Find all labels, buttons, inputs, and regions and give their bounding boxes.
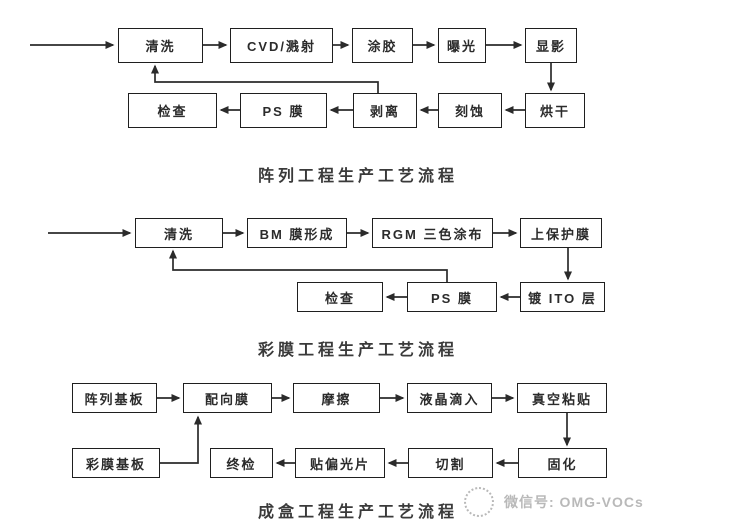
box-ps-film: PS 膜	[240, 93, 327, 128]
box-inspection: 检查	[128, 93, 217, 128]
box-alignment-film: 配向膜	[183, 383, 272, 413]
box-cleaning: 清洗	[118, 28, 203, 63]
box-vacuum-bonding: 真空粘贴	[517, 383, 607, 413]
box-stripping: 剥离	[353, 93, 417, 128]
watermark: 微信号: OMG-VOCs	[464, 487, 644, 517]
fc1-feedback-stripping-to-cleaning	[151, 64, 379, 93]
fc1-title: 阵列工程生产工艺流程	[258, 168, 459, 185]
box-array-substrate: 阵列基板	[72, 383, 157, 413]
box-cf-substrate: 彩膜基板	[72, 448, 160, 478]
box-polarizer-attach: 贴偏光片	[295, 448, 385, 478]
box-drying: 烘干	[525, 93, 585, 128]
fc2-title: 彩膜工程生产工艺流程	[258, 342, 459, 359]
box-development: 显影	[525, 28, 577, 63]
box-ps-film-2: PS 膜	[407, 282, 497, 312]
box-exposure: 曝光	[438, 28, 486, 63]
wechat-logo-icon	[464, 487, 494, 517]
box-lc-dropping: 液晶滴入	[407, 383, 492, 413]
box-bm-film: BM 膜形成	[247, 218, 347, 248]
watermark-text: 微信号: OMG-VOCs	[504, 494, 644, 510]
box-cleaning-2: 清洗	[135, 218, 223, 248]
box-ito-layer: 镀 ITO 层	[520, 282, 605, 312]
box-cvd-sputtering: CVD/溅射	[230, 28, 333, 63]
box-etching: 刻蚀	[438, 93, 502, 128]
box-cutting: 切割	[408, 448, 493, 478]
box-rubbing: 摩擦	[293, 383, 380, 413]
fc2-feedback-psfilm-to-cleaning	[169, 249, 448, 282]
box-rgm-coating: RGM 三色涂布	[372, 218, 493, 248]
box-curing: 固化	[518, 448, 607, 478]
box-inspection-2: 检查	[297, 282, 383, 312]
fc3-title: 成盒工程生产工艺流程	[258, 504, 459, 521]
box-coating: 涂胶	[352, 28, 413, 63]
box-protective-film: 上保护膜	[520, 218, 602, 248]
fc3-connector-cf-to-alignment	[160, 415, 202, 464]
box-final-inspection: 终检	[210, 448, 273, 478]
